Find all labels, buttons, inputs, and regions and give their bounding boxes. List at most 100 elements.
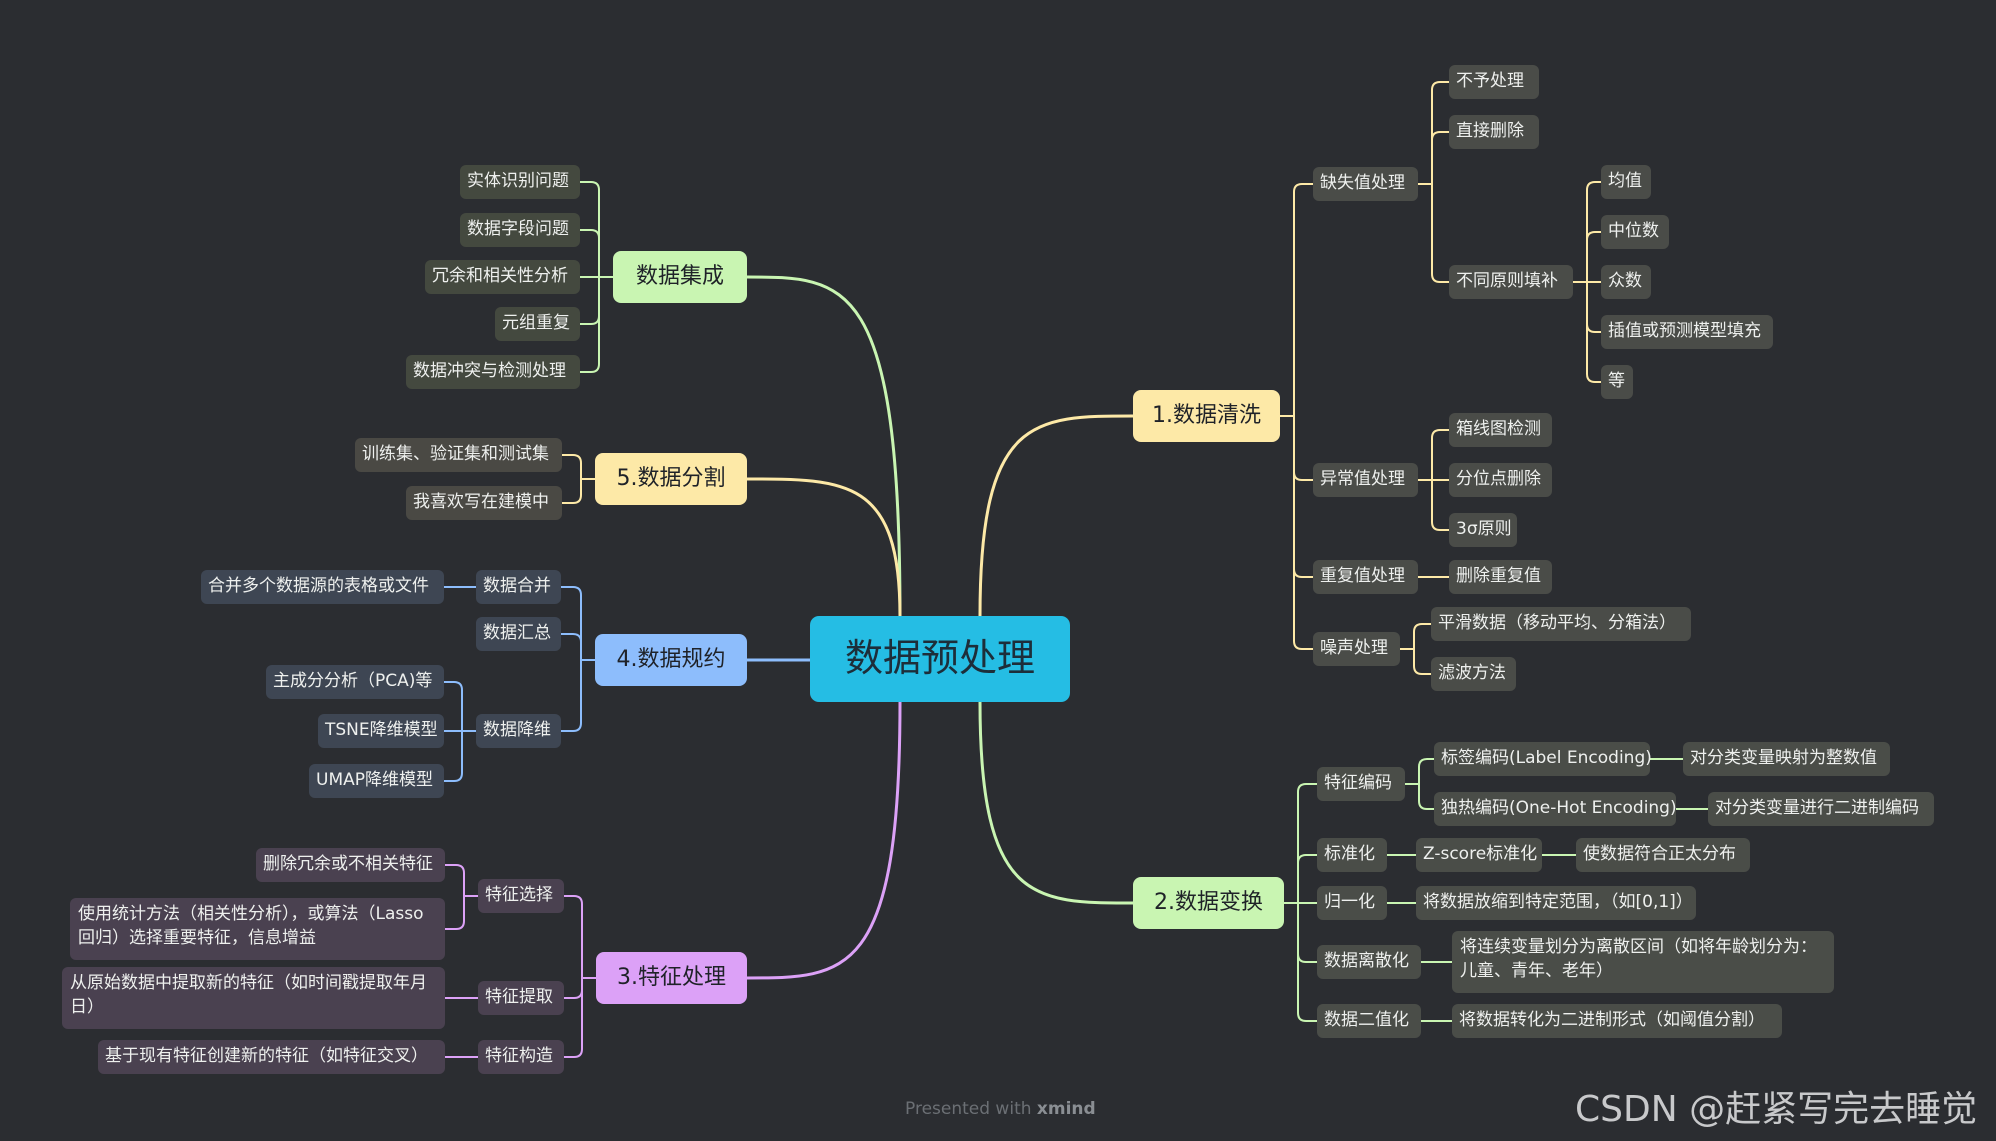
dim-reduction-node[interactable]: 数据降维 — [476, 714, 561, 748]
connector — [560, 586, 582, 661]
feature-encoding-node[interactable]: 特征编码 — [1317, 767, 1405, 801]
delete-duplicate-node[interactable]: 删除重复值 — [1449, 560, 1552, 594]
fill-interpolation-node[interactable]: 插值或预测模型填充 — [1601, 315, 1773, 349]
remove-redundant-node[interactable]: 删除冗余或不相关特征 — [256, 848, 445, 882]
discretize-desc-node[interactable]: 将连续变量划分为离散区间（如将年龄划分为：儿童、青年、老年） — [1452, 931, 1834, 993]
feature-extraction-node[interactable]: 特征提取 — [478, 981, 564, 1015]
fill-principle-node[interactable]: 不同原则填补 — [1449, 265, 1573, 299]
connector — [579, 181, 600, 278]
connector — [561, 478, 582, 504]
connector — [1418, 758, 1435, 785]
filter-node[interactable]: 滤波方法 — [1431, 657, 1516, 691]
branch-transform[interactable]: 2.数据变换 — [1133, 877, 1284, 929]
branch-split[interactable]: 5.数据分割 — [595, 453, 747, 505]
extract-time-node[interactable]: 从原始数据中提取新的特征（如时间戳提取年月日） — [62, 967, 445, 1029]
normalize-desc-node[interactable]: 将数据放缩到特定范围，（如[0,1]） — [1416, 886, 1696, 920]
connector — [563, 977, 583, 1058]
branch-feature[interactable]: 3.特征处理 — [596, 952, 747, 1004]
connector — [444, 864, 465, 897]
direct-delete-node[interactable]: 直接删除 — [1449, 115, 1539, 149]
redundancy-node[interactable]: 冗余和相关性分析 — [425, 260, 580, 294]
standardize-node[interactable]: 标准化 — [1317, 838, 1387, 872]
label-encoding-node[interactable]: 标签编码(Label Encoding) — [1434, 742, 1652, 776]
connector — [560, 633, 582, 661]
footer-brand: xmind — [1036, 1099, 1096, 1119]
fill-etc-node[interactable]: 等 — [1601, 365, 1633, 399]
connector — [1293, 415, 1314, 578]
fill-mean-node[interactable]: 均值 — [1601, 165, 1651, 199]
three-sigma-node[interactable]: 3σ原则 — [1449, 513, 1517, 547]
connector — [1586, 281, 1602, 383]
pca-node[interactable]: 主成分分析（PCA)等 — [266, 665, 444, 699]
connector — [1431, 81, 1450, 185]
connector — [745, 477, 902, 618]
merge-sources-node[interactable]: 合并多个数据源的表格或文件 — [201, 570, 444, 604]
outlier-node[interactable]: 异常值处理 — [1313, 463, 1418, 497]
connector — [1297, 783, 1318, 904]
connector — [579, 229, 600, 278]
connector — [745, 275, 902, 618]
connector — [1297, 902, 1318, 1022]
footer-prefix: Presented with — [905, 1099, 1032, 1119]
boxplot-node[interactable]: 箱线图检测 — [1449, 413, 1552, 447]
branch-cleaning[interactable]: 1.数据清洗 — [1133, 390, 1280, 442]
connector — [1431, 131, 1450, 185]
connector — [978, 414, 1135, 618]
normalize-node[interactable]: 归一化 — [1317, 886, 1387, 920]
data-aggregate-node[interactable]: 数据汇总 — [476, 617, 561, 651]
connector — [1297, 902, 1318, 963]
conflict-detect-node[interactable]: 数据冲突与检测处理 — [406, 355, 580, 389]
entity-recognition-node[interactable]: 实体识别问题 — [460, 165, 580, 199]
watermark: CSDN @赶紧写完去睡觉 — [1575, 1089, 1978, 1130]
label-encoding-desc-node[interactable]: 对分类变量映射为整数值 — [1683, 742, 1890, 776]
connector — [1293, 415, 1314, 481]
connector — [560, 659, 582, 732]
data-merge-node[interactable]: 数据合并 — [476, 570, 561, 604]
modeling-note-node[interactable]: 我喜欢写在建模中 — [406, 486, 562, 520]
umap-node[interactable]: UMAP降维模型 — [309, 764, 444, 798]
fill-mode-node[interactable]: 众数 — [1601, 265, 1651, 299]
connector — [1293, 415, 1314, 650]
feature-selection-node[interactable]: 特征选择 — [478, 879, 564, 913]
no-handling-node[interactable]: 不予处理 — [1449, 65, 1539, 99]
onehot-encoding-desc-node[interactable]: 对分类变量进行二进制编码 — [1708, 792, 1934, 826]
connector — [1418, 783, 1435, 810]
quantile-delete-node[interactable]: 分位点删除 — [1449, 463, 1552, 497]
binarize-node[interactable]: 数据二值化 — [1317, 1004, 1421, 1038]
connector — [444, 895, 465, 930]
connector — [978, 700, 1135, 905]
statistical-selection-node[interactable]: 使用统计方法（相关性分析），或算法（Lasso回归）选择重要特征，信息增益 — [70, 898, 445, 960]
connector — [563, 895, 583, 979]
feature-construction-node[interactable]: 特征构造 — [478, 1040, 564, 1074]
onehot-encoding-node[interactable]: 独热编码(One-Hot Encoding) — [1434, 792, 1677, 826]
connector — [1586, 281, 1602, 333]
connector — [745, 700, 902, 980]
root-topic[interactable]: 数据预处理 — [810, 616, 1070, 702]
missing-value-node[interactable]: 缺失值处理 — [1313, 167, 1418, 201]
connector — [1586, 181, 1602, 283]
connector — [579, 276, 600, 325]
noise-node[interactable]: 噪声处理 — [1313, 632, 1400, 666]
smoothing-node[interactable]: 平滑数据（移动平均、分箱法） — [1431, 607, 1691, 641]
connector — [443, 681, 463, 732]
tuple-duplicate-node[interactable]: 元组重复 — [495, 307, 580, 341]
train-val-test-node[interactable]: 训练集、验证集和测试集 — [355, 438, 562, 472]
connector — [1297, 854, 1318, 904]
discretize-node[interactable]: 数据离散化 — [1317, 945, 1421, 979]
zscore-node[interactable]: Z-score标准化 — [1416, 838, 1542, 872]
binarize-desc-node[interactable]: 将数据转化为二进制形式（如阈值分割） — [1452, 1004, 1782, 1038]
branch-integration[interactable]: 数据集成 — [613, 251, 747, 303]
data-field-node[interactable]: 数据字段问题 — [460, 213, 580, 247]
branch-reduction[interactable]: 4.数据规约 — [595, 634, 747, 686]
feature-cross-node[interactable]: 基于现有特征创建新的特征（如特征交叉） — [98, 1040, 445, 1074]
duplicate-node[interactable]: 重复值处理 — [1313, 560, 1418, 594]
connector — [1431, 429, 1450, 481]
tsne-node[interactable]: TSNE降维模型 — [318, 714, 444, 748]
connector — [1293, 183, 1314, 417]
fill-median-node[interactable]: 中位数 — [1601, 215, 1669, 249]
zscore-desc-node[interactable]: 使数据符合正太分布 — [1576, 838, 1750, 872]
footer-credit: Presented with xmind — [905, 1099, 1096, 1119]
connector — [579, 276, 600, 373]
